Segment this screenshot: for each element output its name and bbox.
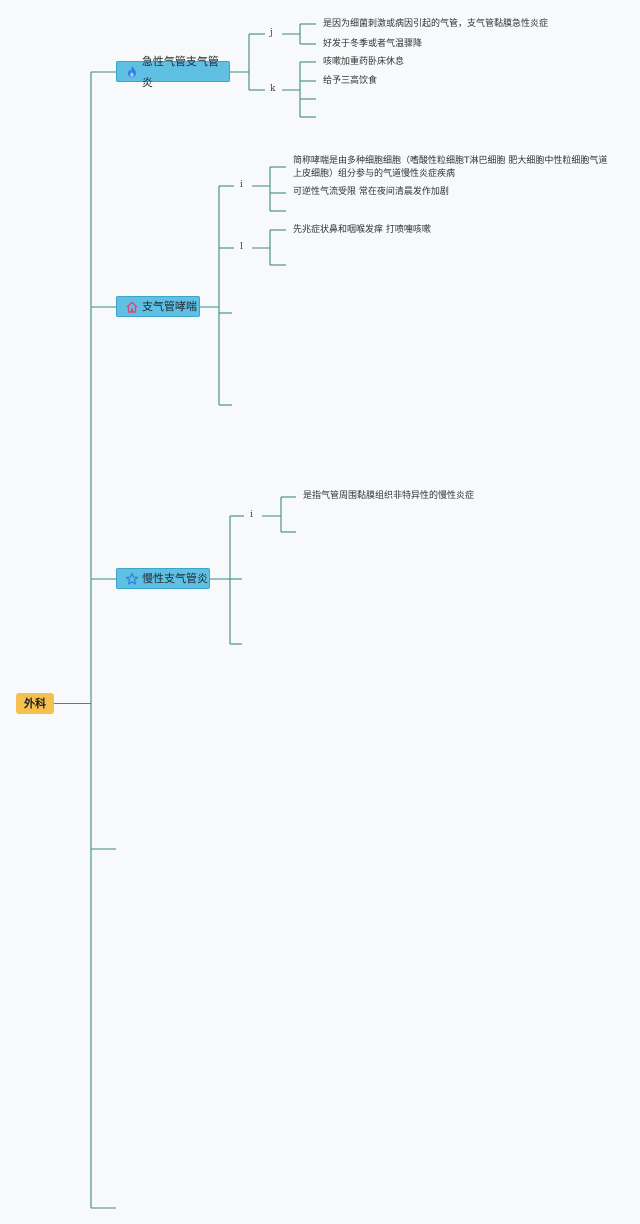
topic-chronic-bronchitis[interactable]: 慢性支气管炎	[116, 568, 210, 589]
leaf-label[interactable]: 给予三高饮食	[323, 76, 378, 86]
group-key: l	[240, 242, 243, 252]
root-label: 外科	[24, 697, 46, 710]
topic-bronchial-asthma[interactable]: 支气管哮喘	[116, 296, 200, 317]
leaf-label[interactable]: 可逆性气流受限 常在夜间清晨发作加剧	[293, 187, 449, 197]
topic-label: 急性气管支气管炎	[141, 54, 219, 89]
topic-acute-bronchitis[interactable]: 急性气管支气管炎	[116, 55, 230, 89]
leaf-label[interactable]: 是指气管周围黏膜组织非特异性的慢性炎症	[303, 491, 475, 501]
leaf-label[interactable]: 上皮细胞）组分参与的气道慢性炎症疾病	[293, 169, 456, 179]
group-key: i	[250, 510, 253, 520]
leaf-label[interactable]: 好发于冬季或者气温骤降	[323, 39, 423, 49]
leaf-label[interactable]: 咳嗽加重药卧床休息	[323, 57, 405, 67]
star-icon	[125, 572, 139, 585]
home-icon	[126, 301, 138, 313]
topic-label: 慢性支气管炎	[142, 572, 208, 585]
leaf-label[interactable]: 是因为细菌刺激或病因引起的气管，支气管黏膜急性炎症	[323, 19, 549, 29]
root-node[interactable]: 外科	[16, 693, 54, 714]
group-key: i	[240, 180, 243, 190]
topic-label: 支气管哮喘	[142, 300, 197, 313]
group-key: j	[270, 28, 273, 38]
leaf-label[interactable]: 先兆症状鼻和咽喉发痒 打喷嚏咳嗽	[293, 225, 431, 235]
leaf-label[interactable]: 简称哮喘是由多种细胞细胞（嗜酸性粒细胞T淋巴细胞 肥大细胞中性粒细胞气道	[293, 156, 608, 166]
flame-icon	[127, 65, 136, 77]
group-key: k	[270, 84, 276, 94]
